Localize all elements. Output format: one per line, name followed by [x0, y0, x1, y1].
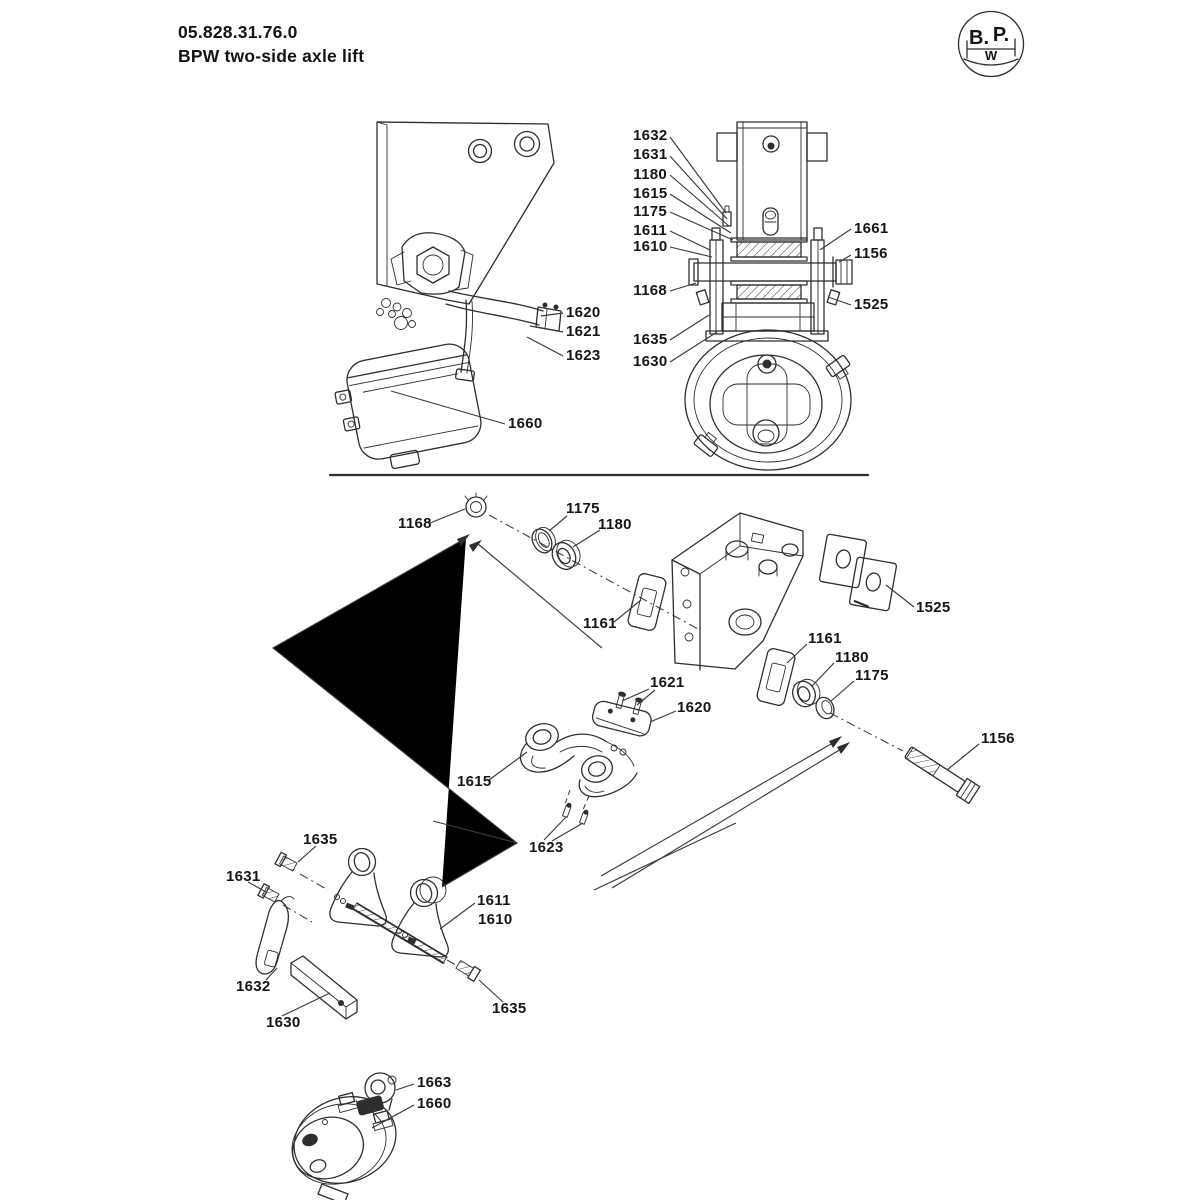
- mounting-stud: [337, 1092, 359, 1113]
- part-label: 1180: [598, 516, 632, 533]
- wear-plate: [627, 573, 667, 631]
- gusset-plate: [329, 847, 387, 927]
- part-label: 1621: [650, 674, 685, 691]
- thrust-ring: [531, 526, 556, 554]
- lock-nut: [464, 492, 488, 518]
- bpw-logo-icon: B. P. W: [957, 10, 1025, 78]
- part-label: 1663: [417, 1074, 452, 1091]
- wear-plate: [756, 648, 796, 706]
- retainer-strap: [255, 896, 295, 975]
- page-title: BPW two-side axle lift: [178, 46, 365, 66]
- part-label: 1620: [566, 304, 601, 321]
- lift-arm: [519, 723, 638, 798]
- figure-side-view: [334, 121, 564, 470]
- hanger-bracket-3d: [671, 512, 804, 671]
- thrust-ring: [815, 696, 835, 720]
- hex-bolt: [904, 746, 981, 805]
- bolt: [274, 851, 298, 872]
- part-label: 1632: [236, 978, 271, 995]
- part-label: 1615: [633, 185, 668, 202]
- part-label: 1161: [583, 615, 617, 632]
- bushing: [791, 678, 821, 708]
- part-label: 1525: [916, 599, 951, 616]
- part-label: 1623: [566, 347, 601, 364]
- svg-text:P.: P.: [993, 24, 1009, 46]
- set-screw: [579, 809, 589, 825]
- part-label: 1156: [854, 245, 888, 262]
- part-label: 1635: [492, 1000, 527, 1017]
- bolt: [455, 960, 482, 982]
- part-label: 1525: [854, 296, 889, 313]
- part-label: 1620: [677, 699, 712, 716]
- part-label: 1630: [633, 353, 668, 370]
- figure-front-view: [669, 121, 853, 471]
- part-label: 1635: [303, 831, 338, 848]
- set-screw: [562, 802, 572, 818]
- part-label: 1631: [226, 868, 261, 885]
- part-label: 1180: [835, 649, 869, 666]
- part-number: 05.828.31.76.0: [178, 22, 298, 42]
- part-label: 1661: [854, 220, 889, 237]
- part-label: 1623: [529, 839, 564, 856]
- part-label: 1635: [633, 331, 668, 348]
- part-label: 1180: [633, 166, 667, 183]
- part-label: 1156: [981, 730, 1015, 747]
- figure-exploded-view: [271, 492, 981, 891]
- part-label: 1611: [633, 222, 667, 239]
- clamp-screw: [632, 697, 644, 715]
- clamp-plate: [591, 700, 652, 737]
- part-label: 1621: [566, 323, 601, 340]
- wear-plate: [848, 556, 898, 612]
- spacer-bar: [290, 955, 358, 1020]
- part-label: 1660: [508, 415, 543, 432]
- air-chamber-side: [334, 343, 482, 470]
- bushing: [551, 539, 581, 571]
- part-label: 1175: [855, 667, 889, 684]
- part-label: 1630: [266, 1014, 301, 1031]
- figure-brake-chamber: [291, 1072, 415, 1200]
- part-label: 1168: [398, 515, 432, 532]
- part-label: 1660: [417, 1095, 452, 1112]
- svg-text:W: W: [985, 48, 998, 63]
- brake-chamber-front: [684, 329, 852, 471]
- clamp-screw: [615, 691, 627, 709]
- part-label: 1175: [633, 203, 667, 220]
- part-label: 1161: [808, 630, 842, 647]
- svg-text:B.: B.: [969, 27, 989, 49]
- part-label: 1611: [477, 892, 511, 909]
- part-label: 1610: [478, 911, 513, 928]
- figure-bracket-assembly: [247, 845, 504, 1020]
- wear-plate: [818, 533, 868, 589]
- part-label: 1615: [457, 773, 492, 790]
- title-block: 05.828.31.76.0 BPW two-side axle lift: [178, 22, 364, 67]
- part-label: 1175: [566, 500, 600, 517]
- part-label: 1632: [633, 127, 668, 144]
- part-label: 1631: [633, 146, 668, 163]
- part-label: 1168: [633, 282, 667, 299]
- part-label: 1610: [633, 238, 668, 255]
